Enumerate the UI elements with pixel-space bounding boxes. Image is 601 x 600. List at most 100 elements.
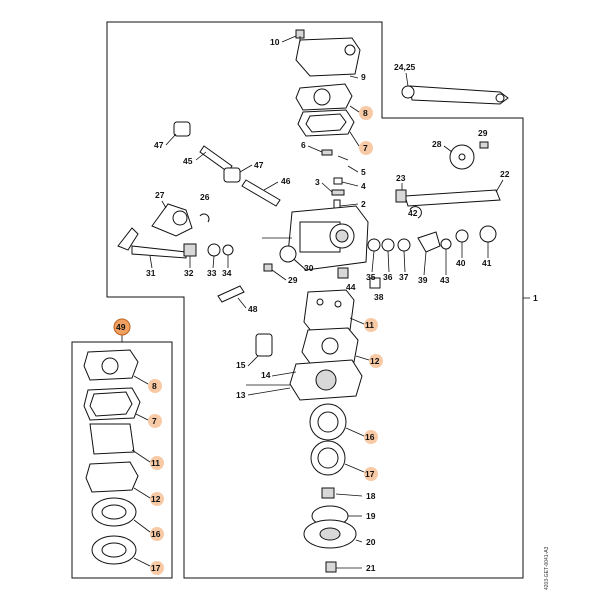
spring-18 xyxy=(321,487,335,499)
kit-callout-8: 8 xyxy=(133,375,162,393)
callout-37: 37 xyxy=(399,250,409,282)
callout-34: 34 xyxy=(222,255,232,278)
svg-text:46: 46 xyxy=(281,176,291,186)
pump-body xyxy=(246,333,363,401)
callout-47a: 47 xyxy=(154,133,177,150)
svg-text:17: 17 xyxy=(365,469,375,479)
svg-text:16: 16 xyxy=(365,432,375,442)
svg-text:14: 14 xyxy=(261,370,271,380)
cover-19-20 xyxy=(303,505,357,549)
callout-6: 6 xyxy=(301,140,323,153)
callout-41: 41 xyxy=(482,242,492,268)
svg-text:32: 32 xyxy=(184,268,194,278)
callout-19: 19 xyxy=(348,511,376,521)
carburetor-cover xyxy=(295,29,361,77)
callout-42: 42 xyxy=(408,208,418,218)
svg-text:7: 7 xyxy=(363,143,368,153)
callout-40: 40 xyxy=(456,242,466,268)
kit-callout-12: 12 xyxy=(133,487,164,506)
callout-39: 39 xyxy=(418,251,428,285)
callout-11: 11 xyxy=(349,317,378,332)
kit-badge-49: 49 xyxy=(113,318,131,336)
svg-text:30: 30 xyxy=(304,263,314,273)
gasket-17 xyxy=(310,440,346,476)
svg-text:21: 21 xyxy=(366,563,376,573)
choke-lever xyxy=(151,203,210,237)
callout-29a: 29 xyxy=(478,128,488,138)
svg-text:38: 38 xyxy=(374,292,384,302)
callout-5: 5 xyxy=(347,165,366,177)
svg-text:27: 27 xyxy=(155,190,165,200)
callout-36: 36 xyxy=(383,250,393,282)
callout-23: 23 xyxy=(396,173,406,190)
svg-text:18: 18 xyxy=(366,491,376,501)
callout-8: 8 xyxy=(349,105,373,120)
svg-text:1: 1 xyxy=(533,293,538,303)
diaphragm-12 xyxy=(301,327,359,367)
callout-24-25: 24,25 xyxy=(394,62,416,87)
svg-text:47: 47 xyxy=(254,160,264,170)
drawing-code: 4203-GET-0041-A3 xyxy=(544,546,550,590)
callout-10: 10 xyxy=(270,35,297,47)
shaft-parts xyxy=(367,206,497,253)
svg-text:26: 26 xyxy=(200,192,210,202)
callout-18: 18 xyxy=(335,491,376,501)
main-frame xyxy=(106,21,524,579)
callout-16: 16 xyxy=(345,427,378,444)
svg-text:43: 43 xyxy=(440,275,450,285)
svg-text:11: 11 xyxy=(151,458,160,468)
svg-text:22: 22 xyxy=(500,169,510,179)
svg-text:36: 36 xyxy=(383,272,393,282)
svg-text:41: 41 xyxy=(482,258,492,268)
callout-3: 3 xyxy=(315,177,333,193)
callout-48: 48 xyxy=(237,297,258,314)
svg-text:45: 45 xyxy=(183,156,193,166)
svg-text:42: 42 xyxy=(408,208,418,218)
callout-15: 15 xyxy=(236,355,259,370)
svg-text:13: 13 xyxy=(236,390,246,400)
svg-text:10: 10 xyxy=(270,37,280,47)
svg-text:4: 4 xyxy=(361,181,366,191)
callout-12: 12 xyxy=(355,354,383,368)
callout-20: 20 xyxy=(355,537,376,547)
callout-13: 13 xyxy=(236,387,291,400)
screw-29 xyxy=(263,263,273,272)
svg-text:47: 47 xyxy=(154,140,164,150)
small-parts xyxy=(217,267,381,303)
adjusting-screws xyxy=(173,121,281,207)
choke-shaft xyxy=(117,227,234,259)
callout-43: 43 xyxy=(440,249,450,285)
callout-29b: 29 xyxy=(271,269,298,285)
svg-text:23: 23 xyxy=(396,173,406,183)
svg-text:34: 34 xyxy=(222,268,232,278)
carburetor-body xyxy=(262,205,369,271)
callout-31: 31 xyxy=(146,255,156,278)
callout-17: 17 xyxy=(344,463,378,481)
gasket-8 xyxy=(297,109,355,137)
callout-35: 35 xyxy=(366,250,376,282)
svg-text:29: 29 xyxy=(288,275,298,285)
svg-text:40: 40 xyxy=(456,258,466,268)
svg-text:48: 48 xyxy=(248,304,258,314)
svg-text:12: 12 xyxy=(151,494,161,504)
diaphragm-16 xyxy=(309,403,347,441)
callout-26: 26 xyxy=(200,192,210,202)
throttle-lever xyxy=(401,85,509,105)
callout-33: 33 xyxy=(207,255,217,278)
svg-text:39: 39 xyxy=(418,275,428,285)
svg-text:15: 15 xyxy=(236,360,246,370)
callout-2: 2 xyxy=(339,199,366,209)
svg-text:17: 17 xyxy=(151,563,161,573)
kit-gaskets xyxy=(83,349,141,565)
callout-14: 14 xyxy=(261,370,297,380)
svg-text:9: 9 xyxy=(361,72,366,82)
kit-callout-16: 16 xyxy=(133,519,164,541)
callout-1: 1 xyxy=(533,293,538,303)
inlet-needle-parts xyxy=(321,149,349,213)
callout-47b: 47 xyxy=(239,160,264,173)
callout-7: 7 xyxy=(349,131,373,155)
svg-text:7: 7 xyxy=(152,416,157,426)
throttle-disc xyxy=(449,141,489,170)
